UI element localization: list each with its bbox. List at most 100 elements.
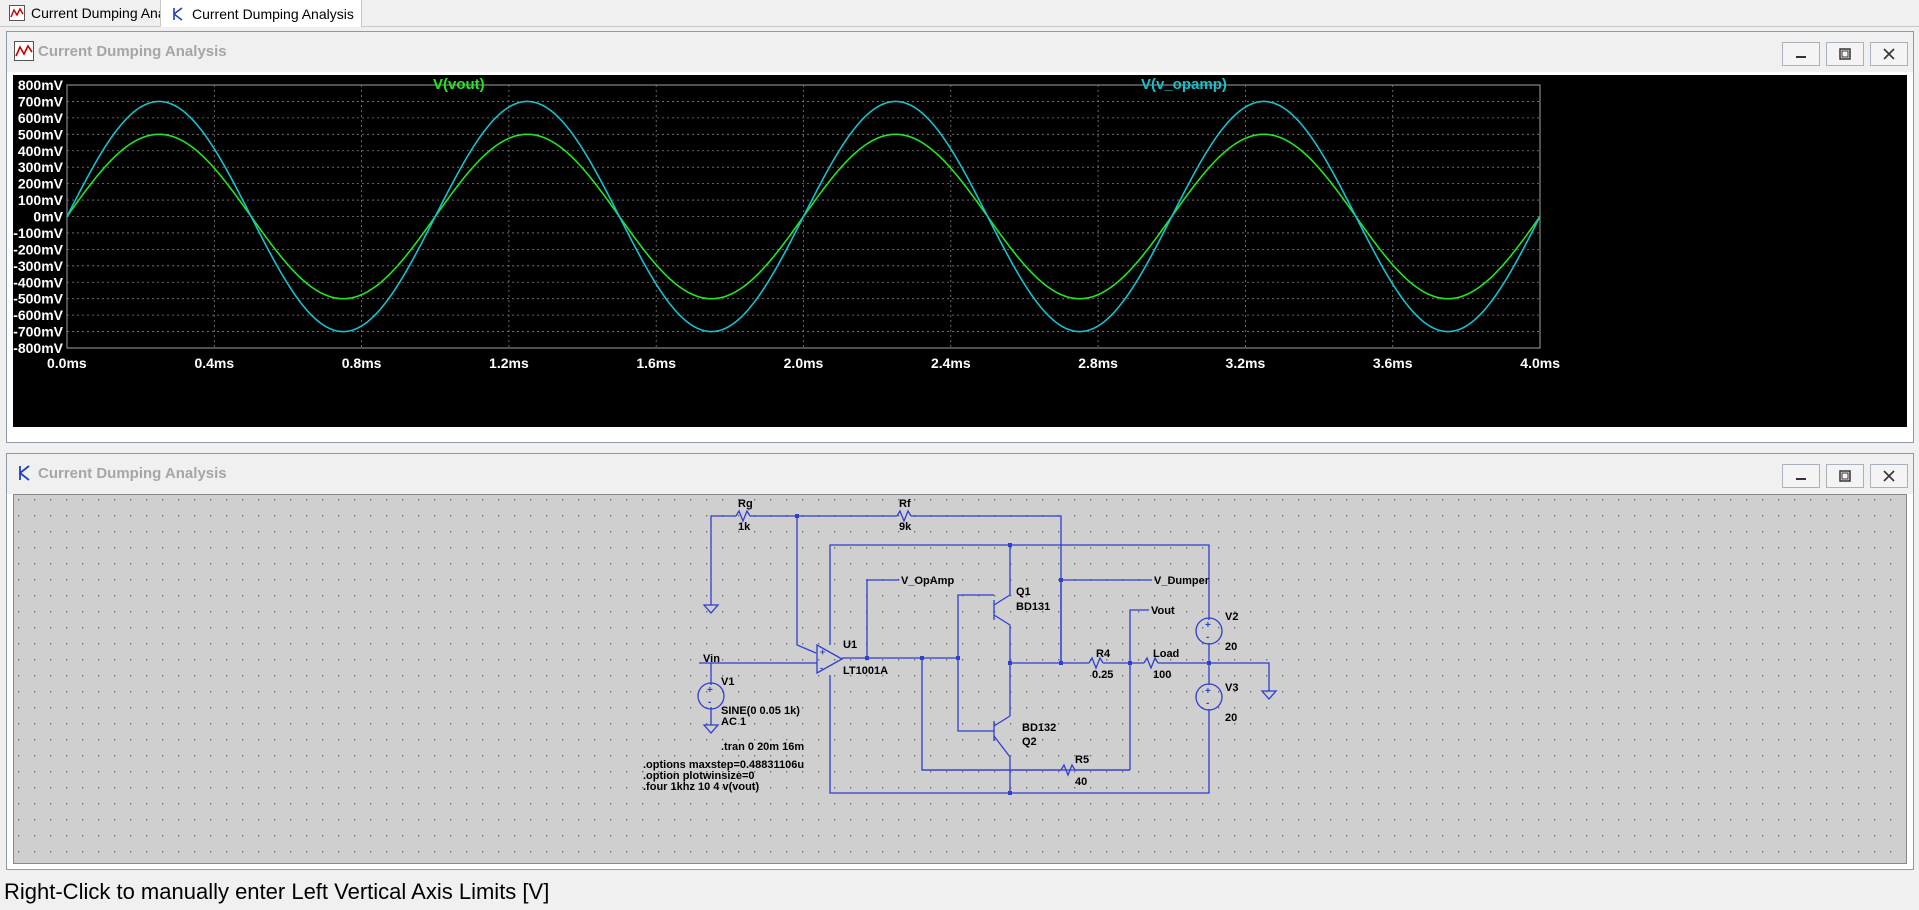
v-dumper-label: V_Dumper <box>1154 575 1210 587</box>
tab-label: Current Dumping Analysis <box>31 5 193 21</box>
y-tick-label: 0mV <box>33 209 63 225</box>
minimize-icon <box>1796 56 1806 58</box>
svg-text:-: - <box>1206 632 1209 643</box>
v2-value: 20 <box>1225 641 1237 653</box>
q1-model: BD131 <box>1016 601 1050 613</box>
waveform-window-titlebar[interactable]: Current Dumping Analysis <box>7 32 1913 72</box>
y-tick-label: 400mV <box>18 143 64 159</box>
r4-name: R4 <box>1096 648 1111 660</box>
v1-ac: AC 1 <box>721 716 746 728</box>
tab-schematic[interactable]: Current Dumping Analysis <box>160 0 362 27</box>
schematic-drawing[interactable]: + - + - + - + <box>14 495 1906 863</box>
trace-v-opamp <box>66 100 1541 333</box>
rg-value: 1k <box>738 521 751 533</box>
svg-text:-: - <box>1206 698 1209 709</box>
v2-name: V2 <box>1225 611 1238 623</box>
window-title: Current Dumping Analysis <box>38 465 227 482</box>
status-bar: Right-Click to manually enter Left Verti… <box>0 872 1919 910</box>
close-icon <box>1883 470 1895 482</box>
v3-name: V3 <box>1225 682 1238 694</box>
q1-name: Q1 <box>1016 586 1031 598</box>
svg-text:+: + <box>820 647 825 657</box>
vin-label: Vin <box>703 653 720 665</box>
schematic-window-titlebar[interactable]: Current Dumping Analysis <box>7 454 1913 494</box>
y-tick-label: 700mV <box>18 93 64 109</box>
rf-value: 9k <box>899 521 912 533</box>
y-tick-label: -500mV <box>13 291 63 307</box>
y-tick-label: 800mV <box>18 77 64 93</box>
svg-text:+: + <box>1205 620 1211 631</box>
transistor-symbols <box>993 594 1011 758</box>
grid-dots <box>14 495 1906 863</box>
load-value: 100 <box>1153 669 1171 681</box>
legend-vout: V(vout) <box>433 76 485 93</box>
tab-waveform[interactable]: Current Dumping Analysis <box>0 0 201 26</box>
x-tick-label: 4.0ms <box>1520 355 1560 371</box>
maxstep-directive: .options maxstep=0.48831106u <box>643 759 804 771</box>
document-tab-bar: Current Dumping Analysis Current Dumping… <box>0 0 1919 27</box>
y-tick-label: -300mV <box>13 258 63 274</box>
schematic-icon <box>19 465 30 481</box>
u1-name: U1 <box>843 639 857 651</box>
y-tick-label: 600mV <box>18 110 64 126</box>
svg-text:+: + <box>1205 686 1211 697</box>
maximize-icon <box>1839 48 1851 60</box>
x-tick-label: 0.8ms <box>342 355 382 371</box>
ground-symbols <box>702 604 1278 734</box>
y-tick-label: -800mV <box>13 340 63 356</box>
svg-text:+: + <box>707 685 713 696</box>
y-tick-label: 500mV <box>18 126 64 142</box>
y-tick-label: 200mV <box>18 176 64 192</box>
minimize-icon <box>1796 478 1806 480</box>
svg-text:-: - <box>820 663 823 673</box>
close-button[interactable] <box>1870 464 1908 488</box>
r5-value: 40 <box>1075 776 1087 788</box>
resistors <box>735 509 1159 777</box>
x-tick-label: 0.0ms <box>47 355 87 371</box>
wires <box>699 515 1270 794</box>
vout-label: Vout <box>1151 605 1175 617</box>
maximize-button[interactable] <box>1826 464 1864 488</box>
x-tick-label: 2.8ms <box>1078 355 1118 371</box>
x-tick-label: 1.6ms <box>636 355 676 371</box>
component-labels: Rg 1k Rf 9k V_OpAmp Q1 BD131 V_Dumper Vo… <box>643 498 1238 793</box>
rf-name: Rf <box>899 498 911 510</box>
waveform-icon <box>9 5 25 21</box>
svg-text:-: - <box>708 697 711 708</box>
maximize-button[interactable] <box>1826 42 1864 66</box>
schematic-icon <box>173 6 183 21</box>
u1-model: LT1001A <box>843 665 888 677</box>
schematic-canvas[interactable]: + - + - + - + <box>13 494 1907 864</box>
r5-name: R5 <box>1075 754 1089 766</box>
close-icon <box>1883 48 1895 60</box>
minimize-button[interactable] <box>1782 464 1820 488</box>
x-tick-label: 3.6ms <box>1373 355 1413 371</box>
y-tick-label: -100mV <box>13 225 63 241</box>
q2-model: BD132 <box>1022 722 1056 734</box>
minimize-button[interactable] <box>1782 42 1820 66</box>
rg-name: Rg <box>738 498 753 510</box>
tab-label: Current Dumping Analysis <box>192 5 354 22</box>
close-button[interactable] <box>1870 42 1908 66</box>
y-tick-label: -200mV <box>13 241 63 257</box>
v-opamp-label: V_OpAmp <box>901 575 954 587</box>
waveform-plot[interactable]: 800mV700mV600mV500mV400mV300mV200mV100mV… <box>13 75 1907 427</box>
x-tick-label: 2.0ms <box>784 355 824 371</box>
x-tick-label: 2.4ms <box>931 355 971 371</box>
schematic-window[interactable]: Current Dumping Analysis <box>6 453 1914 870</box>
legend-v-opamp: V(v_opamp) <box>1141 76 1227 93</box>
maximize-icon <box>1839 470 1851 482</box>
x-tick-label: 1.2ms <box>489 355 529 371</box>
q2-name: Q2 <box>1022 736 1037 748</box>
tran-directive: .tran 0 20m 16m <box>721 741 804 753</box>
r4-value: 0.25 <box>1092 669 1113 681</box>
load-name: Load <box>1153 648 1179 660</box>
voltage-sources: + - + - + - <box>697 617 1223 711</box>
waveform-icon <box>14 41 34 61</box>
x-tick-label: 3.2ms <box>1226 355 1266 371</box>
v1-sine: SINE(0 0.05 1k) <box>721 705 800 717</box>
v3-value: 20 <box>1225 712 1237 724</box>
y-tick-label: 100mV <box>18 192 64 208</box>
